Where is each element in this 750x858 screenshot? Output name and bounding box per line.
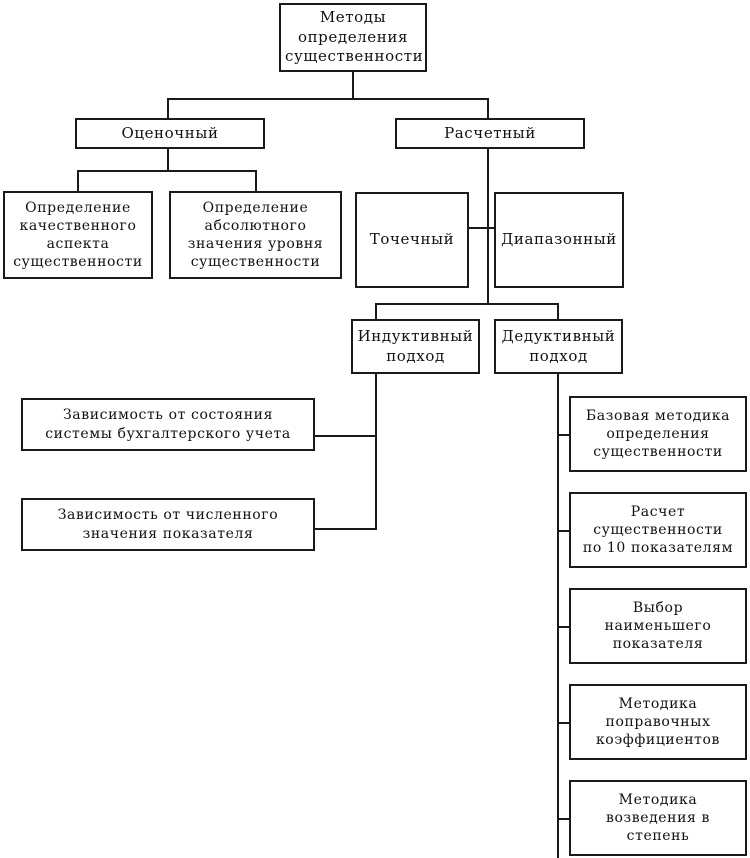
node-deductive-approach[interactable]: Дедуктивный подход: [494, 319, 623, 374]
node-dependency-accounting-state[interactable]: Зависимость от состояния системы бухгалт…: [21, 398, 315, 451]
connector-to-evaluative: [167, 98, 169, 118]
node-qualitative-aspect[interactable]: Определение качественного аспекта сущест…: [3, 191, 153, 279]
connector-deductive-spine: [557, 374, 559, 858]
node-correction-coefficients-label: Методика поправочных коэффициентов: [595, 695, 721, 749]
connector-to-calculated: [487, 98, 489, 118]
node-evaluative-label: Оценочный: [121, 123, 219, 142]
connector-to-qualitative-aspect: [77, 170, 79, 192]
node-qualitative-aspect-label: Определение качественного аспекта сущест…: [13, 199, 143, 271]
node-evaluative[interactable]: Оценочный: [75, 118, 265, 149]
connector-to-base-method: [557, 434, 571, 436]
node-range-method[interactable]: Диапазонный: [494, 192, 624, 288]
node-minimum-indicator-label: Выбор наименьшего показателя: [604, 599, 712, 653]
connector-evaluative-bus: [77, 170, 257, 172]
node-minimum-indicator[interactable]: Выбор наименьшего показателя: [569, 588, 747, 664]
connector-to-correction-coef: [557, 722, 571, 724]
connector-approach-bus: [375, 303, 559, 305]
node-root[interactable]: Методы определения существенности: [279, 3, 427, 72]
node-inductive-approach[interactable]: Индуктивный подход: [351, 319, 480, 374]
node-calc-ten-indicators[interactable]: Расчет существенности по 10 показателям: [569, 492, 747, 568]
node-correction-coefficients[interactable]: Методика поправочных коэффициентов: [569, 684, 747, 760]
connector-stub-point-method: [469, 227, 489, 229]
node-calculated-label: Расчетный: [444, 123, 536, 142]
connector-to-absolute-value: [255, 170, 257, 192]
connector-to-calc-10-indicators: [557, 530, 571, 532]
node-base-methodology[interactable]: Базовая методика определения существенно…: [569, 396, 747, 472]
connector-to-dep-accounting-state: [315, 435, 377, 437]
node-power-raising-label: Методика возведения в степень: [605, 791, 711, 845]
connector-root-down: [352, 72, 354, 100]
connector-evaluative-down: [167, 148, 169, 172]
node-point-method[interactable]: Точечный: [355, 192, 469, 288]
connector-to-deductive: [557, 303, 559, 319]
node-inductive-approach-label: Индуктивный подход: [357, 327, 474, 365]
node-dependency-accounting-state-label: Зависимость от состояния системы бухгалт…: [45, 407, 291, 442]
node-calc-ten-indicators-label: Расчет существенности по 10 показателям: [582, 503, 734, 557]
connector-to-power-raising: [557, 818, 571, 820]
node-base-methodology-label: Базовая методика определения существенно…: [585, 407, 731, 461]
node-root-label: Методы определения существенности: [285, 8, 424, 66]
connector-to-min-indicator: [557, 626, 571, 628]
node-range-method-label: Диапазонный: [501, 230, 617, 249]
connector-to-dep-numeric-value: [315, 528, 377, 530]
node-dependency-numeric-value[interactable]: Зависимость от численного значения показ…: [21, 498, 315, 551]
connector-inductive-spine: [375, 374, 377, 530]
node-dependency-numeric-value-label: Зависимость от численного значения показ…: [57, 507, 279, 542]
connector-calculated-spine: [487, 148, 489, 305]
node-deductive-approach-label: Дедуктивный подход: [501, 327, 616, 365]
node-power-raising[interactable]: Методика возведения в степень: [569, 780, 747, 856]
node-point-method-label: Точечный: [369, 230, 455, 249]
connector-to-inductive: [375, 303, 377, 319]
node-calculated[interactable]: Расчетный: [395, 118, 585, 149]
node-absolute-value-label: Определение абсолютного значения уровня …: [187, 199, 324, 271]
connector-level2-bus: [167, 98, 489, 100]
node-absolute-value[interactable]: Определение абсолютного значения уровня …: [169, 191, 342, 279]
